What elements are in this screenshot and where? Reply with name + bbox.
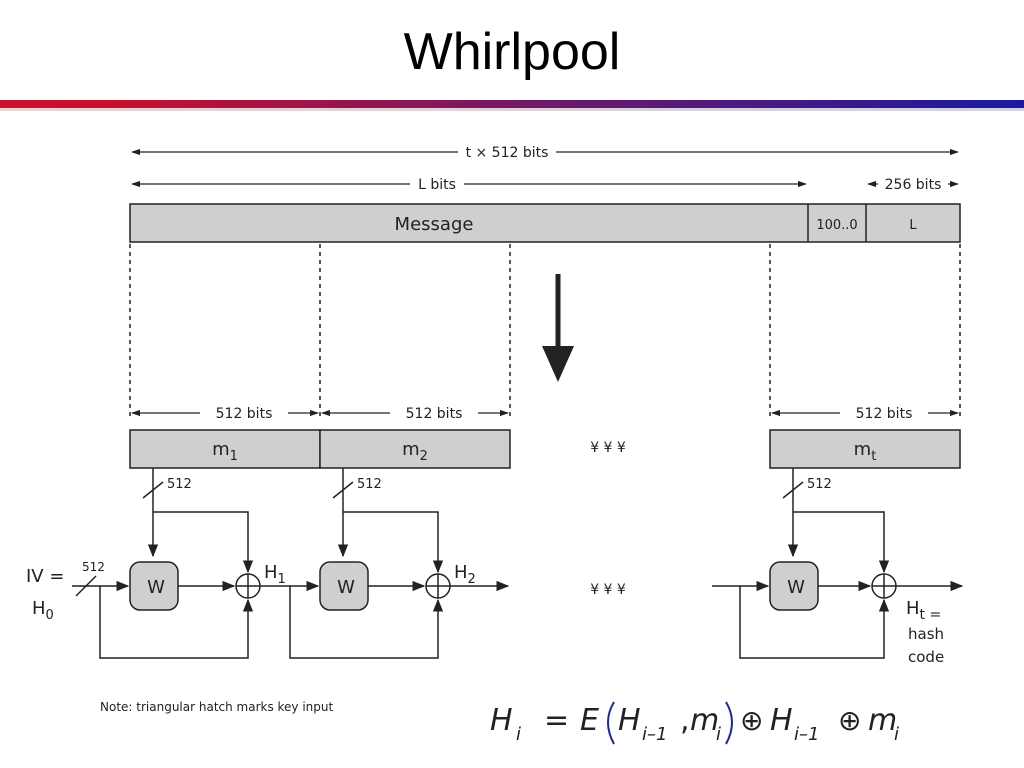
blocks-ellipsis: ¥ ¥ ¥	[590, 440, 626, 456]
block1-size-label: 512 bits	[216, 406, 273, 422]
key2-width-label: 512	[357, 477, 382, 492]
message-blocks: m1 m2 mt ¥ ¥ ¥	[129, 429, 961, 469]
chain-ellipsis: ¥ ¥ ¥	[590, 582, 626, 598]
ht-label: Ht =	[906, 598, 941, 623]
block-guides	[129, 244, 961, 420]
w1-label: W	[147, 577, 165, 598]
hash-label-line1: hash	[908, 625, 944, 643]
total-length-label: t × 512 bits	[466, 145, 549, 161]
iv-label: IV =	[26, 566, 64, 587]
svg-text:E: E	[580, 703, 599, 738]
svg-text:⊕: ⊕	[838, 704, 861, 737]
keyt-width-label: 512	[807, 477, 832, 492]
h2-label: H2	[454, 562, 476, 587]
l-bits-label: L bits	[418, 177, 456, 193]
l-bits-dimension: L bits	[131, 177, 807, 193]
key1-width-label: 512	[167, 477, 192, 492]
stage-t: W Ht = hash code	[712, 561, 964, 666]
stage-1: W H1	[99, 561, 320, 659]
slide-title: Whirlpool	[403, 23, 621, 81]
block2-label: m2	[402, 439, 428, 464]
key-inputs	[142, 468, 890, 574]
svg-text:m: m	[690, 703, 719, 738]
svg-text:i: i	[716, 724, 721, 745]
block2-size-label: 512 bits	[406, 406, 463, 422]
svg-text:,: ,	[680, 703, 690, 738]
block1-label: m1	[212, 439, 238, 464]
block-size-dimensions: 512 bits 512 bits 512 bits	[131, 406, 959, 422]
svg-text:m: m	[868, 703, 897, 738]
blockt-label: mt	[854, 439, 877, 464]
h1-label: H1	[264, 562, 286, 587]
wt-label: W	[787, 577, 805, 598]
svg-text:i–1: i–1	[642, 724, 667, 745]
title-divider	[0, 100, 1024, 108]
hatch-note: Note: triangular hatch marks key input	[100, 700, 334, 714]
w2-label: W	[337, 577, 355, 598]
svg-text:=: =	[544, 703, 569, 738]
iv-input: IV = H0 512	[26, 560, 130, 623]
iv-width-label: 512	[82, 560, 105, 574]
total-length-dimension: t × 512 bits	[131, 145, 959, 161]
title-divider-shadow	[0, 108, 1024, 111]
hash-label-line2: code	[908, 648, 944, 666]
length-field-size-label: 256 bits	[885, 177, 942, 193]
split-arrow	[542, 274, 574, 382]
compression-formula: H i = E H i–1 , m i ⊕ H i–1 ⊕ m i	[490, 701, 899, 745]
h0-label: H0	[32, 598, 54, 623]
stage-2: W H2	[289, 561, 510, 659]
length-field-dimension: 256 bits	[867, 177, 959, 193]
padding-label: 100..0	[816, 218, 857, 233]
length-field-label: L	[909, 218, 917, 233]
message-label: Message	[395, 214, 474, 235]
blockt-size-label: 512 bits	[856, 406, 913, 422]
svg-text:⊕: ⊕	[740, 704, 763, 737]
svg-text:i–1: i–1	[794, 724, 819, 745]
svg-text:H: H	[618, 703, 641, 738]
svg-text:H: H	[490, 703, 513, 738]
svg-text:i: i	[894, 724, 899, 745]
svg-text:H: H	[770, 703, 793, 738]
message-bar: Message 100..0 L	[129, 203, 961, 243]
svg-text:i: i	[516, 724, 521, 745]
